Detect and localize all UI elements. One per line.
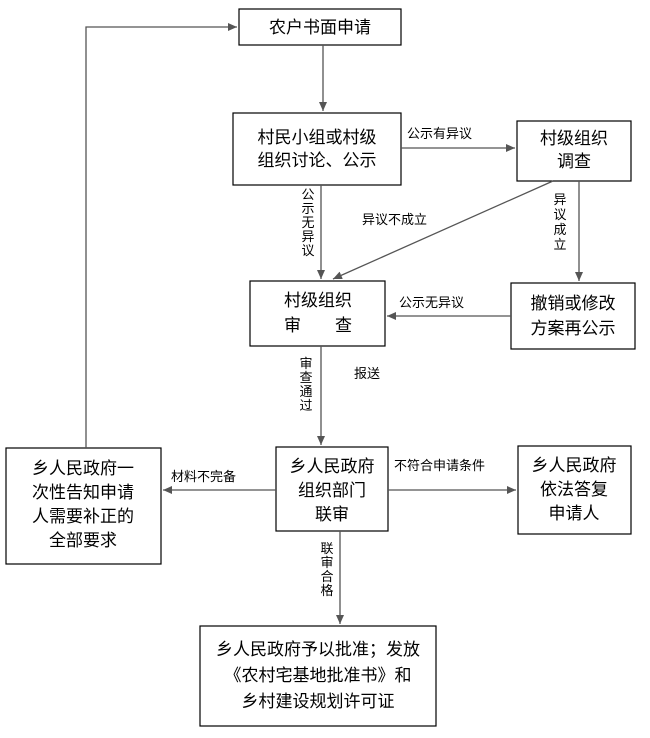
label-no-objection-vertical-char: 无 (301, 216, 314, 231)
node-notify-supplement-line-4: 全部要求 (49, 531, 117, 551)
node-approval-line-3: 乡村建设规划许可证 (242, 692, 395, 712)
node-village-discussion-line-1: 村民小组或村级 (258, 128, 377, 148)
label-objection-invalid: 异议不成立 (362, 213, 427, 228)
edge-investigate-to-review (332, 180, 554, 280)
node-farmer-application: 农户书面申请 (238, 8, 402, 46)
label-joint-passed-char: 联 (320, 542, 333, 557)
node-village-investigation-line-1: 村级组织 (540, 129, 608, 149)
node-village-discussion: 村民小组或村级 组织讨论、公示 (232, 112, 402, 186)
label-no-objection-horizontal: 公示无异议 (399, 296, 464, 311)
label-review-passed-char: 通 (299, 385, 312, 400)
label-review-passed-char: 查 (299, 371, 312, 386)
node-village-review: 村级组织 审 查 (249, 280, 386, 347)
node-revise-proposal-line-2: 方案再公示 (531, 319, 616, 339)
label-no-objection-vertical: 公示无异议 (301, 188, 314, 259)
label-not-eligible: 不符合申请条件 (394, 458, 485, 474)
label-joint-passed-char: 合 (320, 570, 333, 585)
node-revise-proposal-line-1: 撤销或修改 (531, 294, 616, 314)
label-objection-valid-char: 议 (553, 208, 566, 223)
node-reply-applicant: 乡人民政府 依法答复 申请人 (517, 445, 632, 535)
node-farmer-application-text: 农户书面申请 (269, 18, 371, 38)
label-objection-valid-char: 立 (553, 238, 566, 253)
label-incomplete: 材料不完备 (171, 469, 236, 485)
label-review-passed-char: 审 (299, 357, 312, 372)
node-joint-review-line-1: 乡人民政府 (290, 457, 375, 477)
node-reply-applicant-line-2: 依法答复 (540, 480, 608, 500)
node-village-discussion-line-2: 组织讨论、公示 (258, 151, 377, 171)
node-joint-review: 乡人民政府 组织部门 联审 (275, 446, 389, 532)
label-no-objection-vertical-char: 公 (301, 188, 314, 203)
node-approval: 乡人民政府予以批准；发放 《农村宅基地批准书》和 乡村建设规划许可证 (199, 625, 437, 727)
label-objection-valid-char: 异 (553, 193, 566, 208)
node-reply-applicant-line-3: 申请人 (549, 504, 600, 524)
node-approval-line-1: 乡人民政府予以批准；发放 (216, 640, 420, 660)
label-joint-passed-char: 审 (320, 556, 333, 571)
node-notify-supplement: 乡人民政府一 次性告知申请 人需要补正的 全部要求 (5, 447, 162, 565)
edge-notify-to-apply (85, 23, 237, 448)
node-notify-supplement-line-1: 乡人民政府一 (32, 459, 134, 479)
label-no-objection-vertical-char: 异 (301, 230, 314, 245)
node-village-investigation-line-2: 调查 (557, 152, 591, 172)
node-notify-supplement-line-3: 人需要补正的 (32, 507, 134, 527)
node-village-review-line-1: 村级组织 (284, 291, 352, 311)
label-objection: 公示有异议 (407, 127, 472, 142)
node-revise-proposal: 撤销或修改 方案再公示 (510, 282, 636, 350)
label-objection-valid-char: 成 (553, 223, 566, 238)
node-village-review-line-2: 审 查 (284, 316, 352, 336)
node-notify-supplement-line-2: 次性告知申请 (32, 483, 134, 503)
node-reply-applicant-line-1: 乡人民政府 (532, 456, 617, 476)
node-joint-review-line-3: 联审 (315, 505, 349, 525)
label-report-1: 报送 (354, 367, 380, 382)
label-review-passed-char: 过 (299, 399, 312, 414)
node-joint-review-line-2: 组织部门 (298, 481, 366, 501)
label-no-objection-vertical-char: 示 (301, 202, 314, 217)
label-no-objection-vertical-char: 议 (301, 244, 314, 259)
node-village-investigation: 村级组织 调查 (516, 120, 632, 182)
node-approval-line-2: 《农村宅基地批准书》和 (225, 666, 412, 686)
label-joint-passed-char: 格 (320, 583, 333, 599)
